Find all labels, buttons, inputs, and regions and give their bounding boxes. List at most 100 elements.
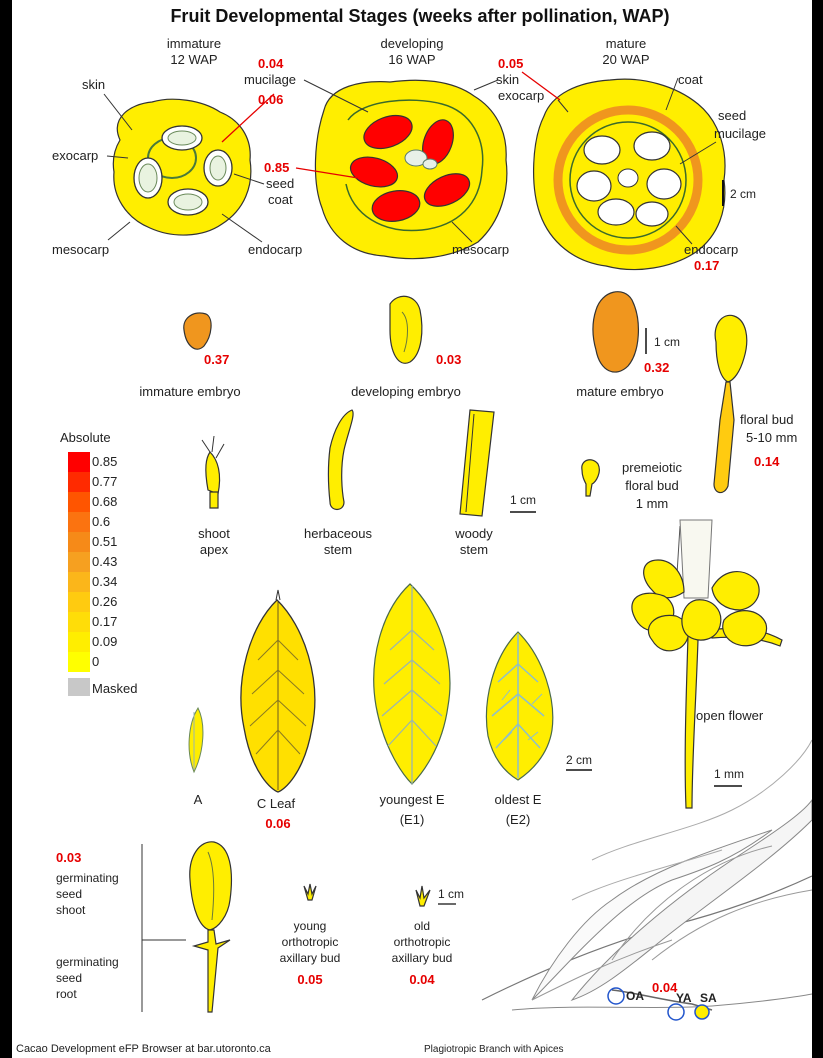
value-endocarp: 0.17 bbox=[694, 258, 719, 273]
label-seed-mature: seed bbox=[718, 108, 746, 123]
premeiotic-floral-bud[interactable] bbox=[582, 460, 600, 496]
leaf-e1[interactable] bbox=[374, 584, 450, 784]
label-old-bud-2: orthotropic bbox=[394, 935, 451, 949]
label-shoot-apex-1: shoot bbox=[198, 526, 230, 541]
embryo-developing[interactable] bbox=[390, 296, 422, 363]
label-woody-1: woody bbox=[454, 526, 493, 541]
label-old-bud-1: old bbox=[414, 919, 430, 933]
label-germ-shoot-2: seed bbox=[56, 887, 82, 901]
value-floral-bud: 0.14 bbox=[754, 454, 780, 469]
herbaceous-stem[interactable] bbox=[329, 410, 354, 510]
wap-label-immature: 12 WAP bbox=[170, 52, 217, 67]
legend-swatch bbox=[68, 472, 90, 492]
efp-diagram: Fruit Developmental Stages (weeks after … bbox=[12, 0, 812, 1058]
old-axillary-bud[interactable] bbox=[416, 886, 430, 906]
leaf-c[interactable] bbox=[241, 590, 315, 792]
wap-label-developing: 16 WAP bbox=[388, 52, 435, 67]
wap-label-mature: 20 WAP bbox=[602, 52, 649, 67]
color-legend: Absolute 0.850.770.680.60.510.430.340.26… bbox=[60, 430, 138, 696]
young-axillary-bud[interactable] bbox=[304, 884, 316, 900]
value-embryo-mature: 0.32 bbox=[644, 360, 669, 375]
legend-label: 0.85 bbox=[92, 454, 117, 469]
shoot-apex[interactable] bbox=[202, 436, 224, 508]
label-mucilage-mature: mucilage bbox=[714, 126, 766, 141]
value-young-bud: 0.05 bbox=[297, 972, 322, 987]
legend-label: 0.43 bbox=[92, 554, 117, 569]
legend-swatch bbox=[68, 592, 90, 612]
label-leaf-e2-1: oldest E bbox=[495, 792, 542, 807]
label-open-flower: open flower bbox=[696, 708, 764, 723]
label-germ-root-3: root bbox=[56, 987, 77, 1001]
fruit-immature[interactable] bbox=[113, 99, 251, 235]
label-leaf-c: C Leaf bbox=[257, 796, 296, 811]
label-floral-bud-line2: 5-10 mm bbox=[746, 430, 797, 445]
branch-caption: Plagiotropic Branch with Apices bbox=[424, 1044, 564, 1055]
legend-label: 0.68 bbox=[92, 494, 117, 509]
label-embryo-mature: mature embryo bbox=[576, 384, 663, 399]
label-leaf-e1-2: (E1) bbox=[400, 812, 425, 827]
label-embryo-developing: developing embryo bbox=[351, 384, 461, 399]
woody-stem[interactable] bbox=[460, 410, 494, 516]
germinating-seed[interactable] bbox=[190, 842, 232, 1012]
label-young-bud-3: axillary bud bbox=[280, 951, 341, 965]
legend-swatch bbox=[68, 512, 90, 532]
page-title: Fruit Developmental Stages (weeks after … bbox=[170, 6, 669, 26]
legend-label: 0.34 bbox=[92, 574, 117, 589]
legend-label: 0.51 bbox=[92, 534, 117, 549]
legend-swatch bbox=[68, 492, 90, 512]
label-endocarp-immature: endocarp bbox=[248, 242, 302, 257]
legend-swatch bbox=[68, 552, 90, 572]
leaf-e2[interactable] bbox=[486, 632, 552, 780]
scale-2cm-leaf: 2 cm bbox=[566, 753, 592, 767]
scale-1cm-embryo: 1 cm bbox=[654, 335, 680, 349]
label-coat-mature: coat bbox=[678, 72, 703, 87]
label-mucilage-developing: mucilage bbox=[244, 72, 296, 87]
stage-label-developing: developing bbox=[381, 36, 444, 51]
fruit-developing[interactable] bbox=[315, 80, 506, 258]
label-leaf-e1-1: youngest E bbox=[379, 792, 444, 807]
fruit-mature[interactable] bbox=[534, 79, 725, 269]
label-premeiotic-2: floral bud bbox=[625, 478, 678, 493]
value-leaf-c: 0.06 bbox=[265, 816, 290, 831]
floral-bud[interactable] bbox=[714, 315, 747, 492]
value-embryo-developing: 0.03 bbox=[436, 352, 461, 367]
legend-label: 0.26 bbox=[92, 594, 117, 609]
legend-swatch bbox=[68, 612, 90, 632]
label-germ-root-2: seed bbox=[56, 971, 82, 985]
legend-swatch bbox=[68, 652, 90, 672]
label-skin-mature: skin bbox=[496, 72, 519, 87]
label-shoot-apex-2: apex bbox=[200, 542, 229, 557]
legend-label: 0.6 bbox=[92, 514, 110, 529]
label-germ-shoot-1: germinating bbox=[56, 871, 119, 885]
label-mesocarp-immature: mesocarp bbox=[52, 242, 109, 257]
scale-1cm-stem: 1 cm bbox=[510, 493, 536, 507]
label-exocarp-mature: exocarp bbox=[498, 88, 544, 103]
label-herbaceous-1: herbaceous bbox=[304, 526, 372, 541]
label-ya: YA bbox=[676, 991, 692, 1005]
label-premeiotic-3: 1 mm bbox=[636, 496, 669, 511]
embryo-mature[interactable] bbox=[593, 292, 638, 372]
legend-swatch bbox=[68, 572, 90, 592]
label-germ-root-1: germinating bbox=[56, 955, 119, 969]
plagiotropic-branch[interactable] bbox=[482, 740, 812, 1020]
embryo-immature[interactable] bbox=[184, 313, 211, 349]
label-germ-shoot-3: shoot bbox=[56, 903, 86, 917]
value-germinating-shoot: 0.03 bbox=[56, 850, 81, 865]
scale-1mm-flower: 1 mm bbox=[714, 767, 744, 781]
label-woody-2: stem bbox=[460, 542, 488, 557]
stage-label-mature: mature bbox=[606, 36, 646, 51]
legend-swatches: 0.850.770.680.60.510.430.340.260.170.090 bbox=[68, 452, 117, 672]
label-herbaceous-2: stem bbox=[324, 542, 352, 557]
label-sa: SA bbox=[700, 991, 717, 1005]
legend-swatch-masked bbox=[68, 678, 90, 696]
value-embryo-immature: 0.37 bbox=[204, 352, 229, 367]
stage-label-immature: immature bbox=[167, 36, 221, 51]
efp-figure: Fruit Developmental Stages (weeks after … bbox=[12, 0, 812, 1058]
legend-label: 0.77 bbox=[92, 474, 117, 489]
open-flower[interactable] bbox=[632, 520, 782, 808]
value-mucilage: 0.04 bbox=[258, 56, 284, 71]
leaf-a[interactable] bbox=[189, 708, 203, 772]
scale-2cm-fruit: 2 cm bbox=[730, 187, 756, 201]
label-coat: coat bbox=[268, 192, 293, 207]
label-oa: OA bbox=[626, 989, 644, 1003]
